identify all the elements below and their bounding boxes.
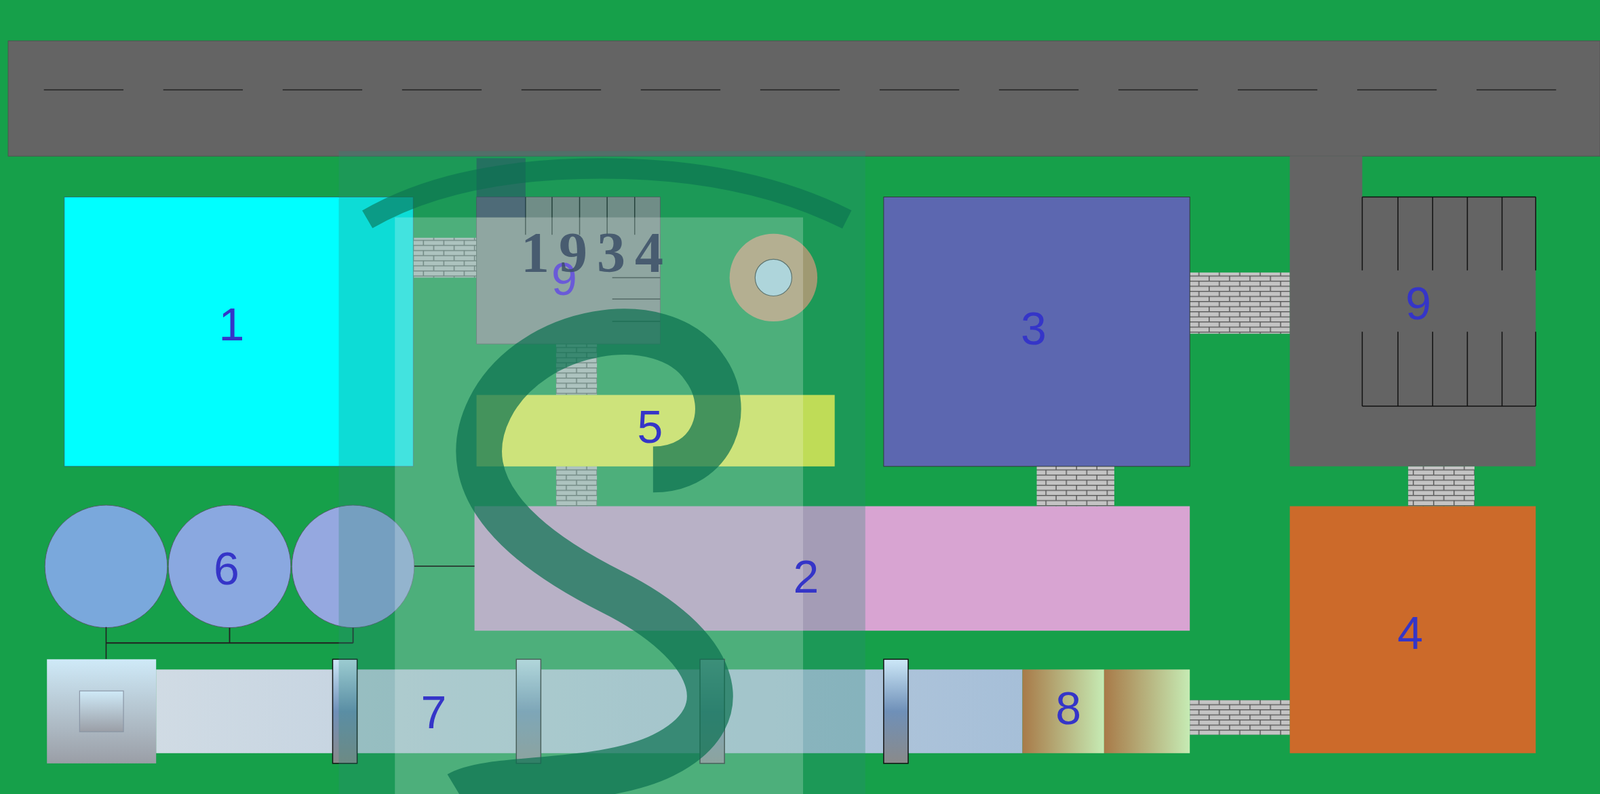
area-number: 1 (219, 301, 245, 348)
area-number: 7 (420, 689, 447, 736)
watermark-year: 1934 (520, 224, 673, 282)
pool-area: 1 (64, 196, 414, 466)
area-number: 6 (213, 545, 240, 592)
area-number: 4 (1397, 609, 1423, 656)
area-number: 3 (1020, 305, 1047, 352)
area-number: 2 (793, 553, 820, 600)
building-block: 4 (1290, 505, 1537, 753)
treatment-channel: 7 (46, 659, 1023, 764)
area-number: 9 (1405, 280, 1432, 327)
building-block: 3 (883, 196, 1190, 466)
building-block: 2 (474, 505, 1191, 631)
area-number: 5 (636, 403, 663, 450)
filter-bed: 8 (1022, 669, 1190, 753)
building-block: 5 (476, 394, 835, 466)
tank-group: 6 (44, 503, 417, 629)
parking-lot: 9 (1290, 155, 1537, 466)
area-number: 8 (1055, 685, 1082, 732)
pipe-line (414, 565, 475, 568)
pipe-line (105, 627, 108, 660)
